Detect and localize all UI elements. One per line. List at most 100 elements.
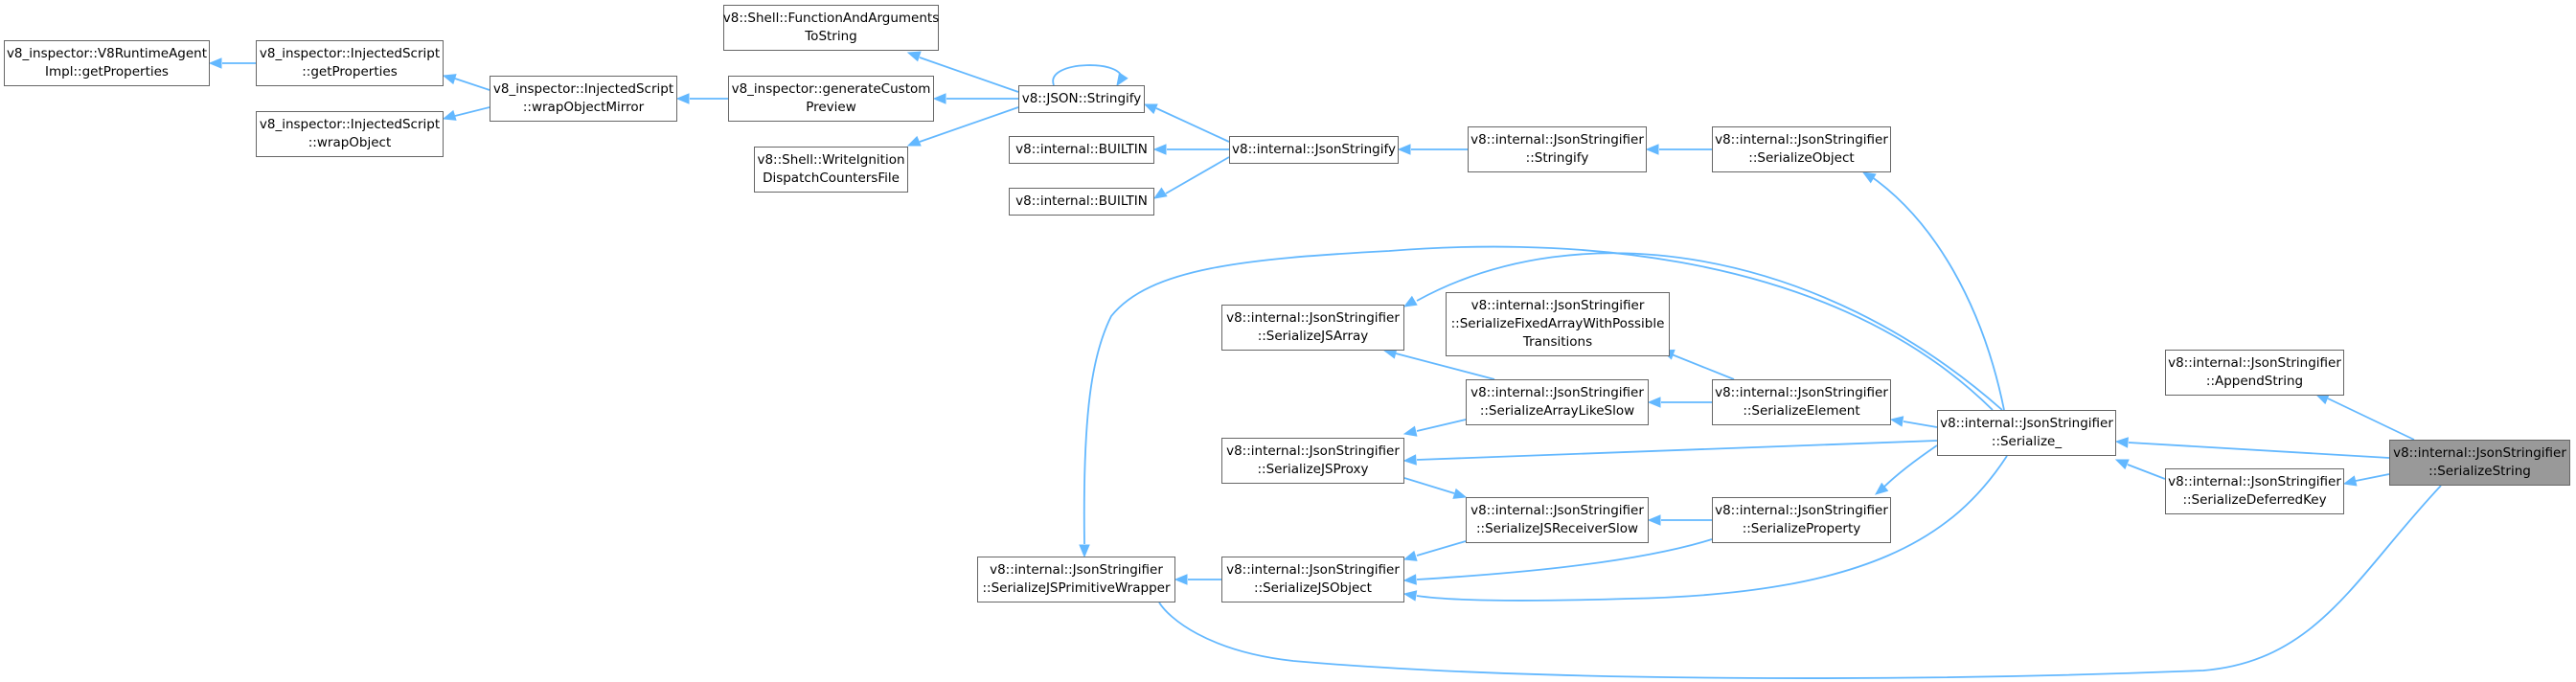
node-label-line: v8_inspector::InjectedScript [259,46,441,61]
node-injected-script-get-properties[interactable]: v8_inspector::InjectedScript ::getProper… [256,40,444,86]
edge-receiverslow-to-jsobject-line [1416,540,1467,557]
edge-generatepreview-to-wrapmirror [675,93,728,104]
node-injected-script-wrap-object[interactable]: v8_inspector::InjectedScript ::wrapObjec… [256,111,444,157]
node-serialize-js-primitive-wrapper[interactable]: v8::internal::JsonStringifier ::Serializ… [977,557,1175,602]
edge-serialize-to-jsarray-line [1416,252,2003,411]
node-serialize-js-object[interactable]: v8::internal::JsonStringifier ::Serializ… [1221,557,1404,602]
edge-jsonstringify-self-loop-line [1052,64,1123,86]
node-label-line: v8::internal::JsonStringifier [1715,385,1888,400]
node-injected-script-wrap-object-mirror[interactable]: v8_inspector::InjectedScript ::wrapObjec… [490,76,677,122]
edge-serializestring-to-serialize-arrowhead [2114,437,2129,448]
node-shell-write-ignition[interactable]: v8::Shell::WriteIgnition DispatchCounter… [754,147,908,193]
edge-serialize-to-jsobject [1402,455,2008,602]
node-label-line: Transitions [1522,334,1593,350]
edge-arraylikeslow-to-jsproxy [1402,419,1467,437]
edge-internaljson-to-builtin1 [1152,144,1229,155]
edge-internaljson-to-jsonstringify [1143,103,1230,143]
edge-property-to-jsobject [1402,538,1713,585]
node-label-line: ::SerializeJSObject [1254,580,1372,596]
edge-serialize-to-jsobject-line [1416,455,2008,602]
node-internal-json-stringify[interactable]: v8::internal::JsonStringify [1229,136,1399,164]
node-label-line: ::SerializeString [2428,464,2531,479]
edge-internaljson-to-builtin2-line [1165,156,1230,194]
node-label-line: v8::internal::JsonStringifier [990,562,1163,578]
edge-arraylikeslow-to-jsproxy-arrowhead [1402,425,1418,437]
edge-jsobject-to-primitivewrapper-arrowhead [1174,574,1188,585]
node-label-line: ::SerializeArrayLikeSlow [1479,403,1635,419]
node-serialize-js-proxy[interactable]: v8::internal::JsonStringifier ::Serializ… [1221,438,1404,484]
node-label-line: v8::internal::BUILTIN [1015,193,1148,209]
edge-wrapmirror-to-wrapobject-arrowhead [442,109,457,121]
node-json-stringify[interactable]: v8::JSON::Stringify [1018,85,1145,113]
node-stringifier-stringify[interactable]: v8::internal::JsonStringifier ::Stringif… [1468,126,1647,172]
edge-getproperties-to-runtime-arrowhead [208,57,222,69]
node-serialize-string: v8::internal::JsonStringifier ::Serializ… [2389,440,2570,486]
edge-generatepreview-to-wrapmirror-arrowhead [675,93,690,104]
node-serialize-property[interactable]: v8::internal::JsonStringifier ::Serializ… [1712,497,1891,543]
node-label-line: v8::internal::JsonStringifier [1715,503,1888,518]
edge-serializestring-to-deferredkey [2342,473,2390,487]
edge-serializestring-to-appendstring [2314,394,2415,441]
node-serialize-underscore[interactable]: v8::internal::JsonStringifier ::Serializ… [1937,410,2116,456]
edge-serialize-to-element [1889,416,1938,428]
edge-jsonstringify-to-functionandargs-line [919,57,1019,93]
edge-wrapmirror-to-getproperties-arrowhead [442,74,457,85]
node-serialize-deferred-key[interactable]: v8::internal::JsonStringifier ::Serializ… [2165,468,2344,514]
node-label-line: Impl::getProperties [45,64,169,80]
node-generate-custom-preview[interactable]: v8_inspector::generateCustom Preview [728,76,934,122]
edge-jsonstringify-to-functionandargs [906,51,1019,93]
edge-jsonstringify-self-loop [1052,64,1128,87]
node-label-line: v8::internal::JsonStringifier [1470,385,1644,400]
node-serialize-js-array[interactable]: v8::internal::JsonStringifier ::Serializ… [1221,305,1404,351]
edge-serialize-to-serializeobject [1861,171,2005,411]
node-append-string[interactable]: v8::internal::JsonStringifier ::AppendSt… [2165,350,2344,396]
node-label-line: ::SerializeJSProxy [1257,462,1369,477]
edge-serialize-to-primitivewrapper-arrowhead [1079,544,1090,558]
node-label-line: v8::Shell::FunctionAndArguments [722,11,940,26]
edge-serializestring-to-deferredkey-line [2355,473,2390,482]
edge-element-to-fixedarray-line [1671,353,1735,380]
node-shell-function-and-arguments[interactable]: v8::Shell::FunctionAndArguments ToString [723,5,939,51]
edge-jsproxy-to-receiverslow [1403,477,1468,499]
node-serialize-object[interactable]: v8::internal::JsonStringifier ::Serializ… [1712,126,1891,172]
node-label-line: ::wrapObjectMirror [522,100,645,115]
edge-property-to-receiverslow-arrowhead [1647,514,1661,526]
edge-serialize-to-jsarray-arrowhead [1402,295,1418,307]
node-serialize-array-like-slow[interactable]: v8::internal::JsonStringifier ::Serializ… [1466,379,1649,425]
node-label-line: v8_inspector::InjectedScript [259,117,441,132]
node-label-line: v8::internal::JsonStringifier [1470,298,1645,313]
edge-serialize-to-jsarray [1402,252,2003,411]
edge-element-to-arraylikeslow [1647,397,1712,408]
node-label-line: v8::internal::JsonStringifier [1226,443,1400,459]
edge-internaljson-to-builtin2 [1152,156,1230,199]
node-builtin-1[interactable]: v8::internal::BUILTIN [1009,136,1154,164]
node-label-line: v8_inspector::generateCustom [731,81,931,97]
node-label-line: v8::internal::JsonStringifier [1470,503,1644,518]
node-runtime-agent-get-properties[interactable]: v8_inspector::V8RuntimeAgent Impl::getPr… [4,40,210,86]
node-serialize-fixed-array-with-possible-transitions[interactable]: v8::internal::JsonStringifier ::Serializ… [1446,292,1670,356]
edge-serialize-to-serializeobject-arrowhead [1861,171,1877,184]
edge-serializestring-to-serialize [2114,437,2390,459]
edge-jsonstringify-to-generatepreview [932,93,1018,104]
edge-jsonstringify-to-functionandargs-arrowhead [906,51,922,62]
node-serialize-js-receiver-slow[interactable]: v8::internal::JsonStringifier ::Serializ… [1466,497,1649,543]
node-label-line: v8::internal::JsonStringifier [2168,474,2341,489]
edge-serializestring-to-appendstring-line [2327,398,2415,441]
edge-serialize-to-serializeobject-line [1867,173,2005,411]
edge-jsonstringify-self-loop-arrowhead [1116,72,1128,87]
edge-jsonstringify-to-generatepreview-arrowhead [932,93,946,104]
edge-internaljson-to-jsonstringify-line [1155,107,1230,143]
node-label-line: ::SerializeJSArray [1257,329,1369,344]
node-builtin-2[interactable]: v8::internal::BUILTIN [1009,188,1154,216]
node-serialize-element[interactable]: v8::internal::JsonStringifier ::Serializ… [1712,379,1891,425]
edge-serializestring-to-primitivewrapper [1158,485,2442,679]
node-label-line: v8::Shell::WriteIgnition [757,152,905,168]
edge-serialize-to-property [1874,444,1938,495]
edge-jsproxy-to-receiverslow-line [1403,477,1455,494]
node-label-line: ::SerializeElement [1743,403,1860,419]
edge-serializestring-to-appendstring-arrowhead [2314,394,2330,405]
edge-arraylikeslow-to-jsproxy-line [1416,419,1467,432]
node-label-line: DispatchCountersFile [763,170,900,186]
node-label-line: ::SerializeJSReceiverSlow [1475,521,1638,536]
node-label-line: ::SerializeJSPrimitiveWrapper [982,580,1171,596]
